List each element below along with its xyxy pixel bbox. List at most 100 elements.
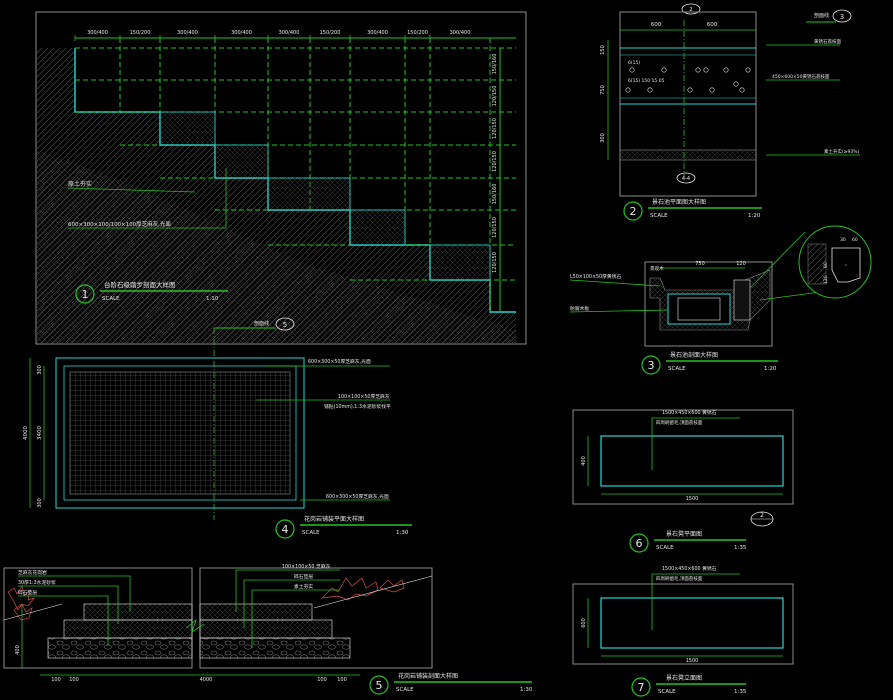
paving-dim-1: 4000 [23,426,29,440]
bench-elev-outline [600,597,784,649]
pool-base-hatch [619,149,757,161]
drain-hole [745,67,751,73]
slope-line-left [3,603,63,621]
detail-3-number: 3 [648,359,655,372]
pool-dim-left-1: 150 [600,45,606,55]
detail-1-scale-label: SCALE [102,296,120,302]
section-label-a: L50×100×50厚黄锈石 [570,273,621,280]
enlarge-dim-3: 80 [823,262,829,268]
enlarge-coping [831,247,861,283]
drain-hole [739,87,745,93]
bench-plan-frame [572,409,794,505]
bench-elev-dim-bottom: 1500 [686,658,699,664]
leader-b [68,168,227,229]
drain-hole [625,87,631,93]
dim-right-label: 120/150 [492,86,498,107]
detail-5-scale-value: 1:30 [520,687,533,693]
paving-note-2: 100×100×50厚芝麻灰 [338,393,390,400]
paving-border [63,365,297,501]
detail-7-marker [631,677,651,697]
section-dim-2: 120 [736,261,746,267]
detail-2-marker [623,201,643,221]
bench-elev-dim-left: 600 [581,618,587,628]
detail-2-scale-value: 1:20 [748,213,761,219]
detail-2-title: 景石池平面图大样图 [652,198,706,206]
section-tag-bottom [676,172,696,184]
detail-7-number: 7 [638,681,645,694]
pool-note-2: 450×600×50黄锈石荔枝面 [772,73,830,80]
paving-dim-4: 300 [37,498,43,508]
paving-note-4: 600×300×50厚芝麻灰,光面 [326,493,389,500]
dim-top-label: 300/400 [367,30,388,36]
label-soil: 原土夯实 [68,180,92,188]
detail-5-marker [369,675,389,695]
paving-field [69,371,291,495]
section-dim-bottom-4: 100 [317,677,327,683]
callout-3-marker [832,9,852,23]
dim-top-label: 150/200 [320,30,341,36]
pool-basin-inner [677,297,721,321]
enlarge-leader-1 [749,231,806,289]
section-leader-a [569,279,661,287]
slope-line [313,575,433,609]
pool-dim-left-3: 300 [600,133,606,143]
bench-plan-dim-left: 400 [581,456,587,466]
paving-dim-2: 3400 [37,426,43,440]
dim-right-label: 120/150 [492,252,498,273]
bench-plan-dim-bottom: 1500 [686,496,699,502]
dim-right-label: 150/160 [492,54,498,75]
break-line [185,618,205,633]
section-tag-top-text: 2 [689,7,692,13]
detail-4-number: 4 [282,523,289,536]
section-note-right-1: 100×100×50 芝麻灰 [282,563,331,570]
pool-note-1: 黄锈石荔枝面 [814,38,841,45]
dim-right-label: 150/160 [492,184,498,205]
detail-5-scale-label: SCALE [396,687,414,693]
coping-stone [733,279,751,321]
detail-4-marker [275,519,295,539]
shrub-right [321,577,405,601]
leader-left-3 [18,595,109,646]
label-stone: 600×300×100/100×100厚芝麻灰,光面 [68,220,171,228]
bench-section-marker-text: 2 [760,512,764,519]
detail-6-number: 6 [636,537,643,550]
bench-elev-note-b: 四周刷凿毛,顶面荔枝面 [656,575,703,582]
section-note-left-3: 碎石垫层 [18,589,37,596]
detail-5-number: 5 [376,679,383,692]
leader-left-1 [18,575,131,612]
drain-hole [647,87,653,93]
section-tag-bottom-text: 4-4 [682,176,690,182]
drain-hole [709,87,715,93]
bench-plan-leader [651,417,740,470]
section-note-left-1: 芝麻灰花岗岩 [18,569,47,576]
dim-top-label: 150/200 [130,30,151,36]
pool-note-3: 素土夯实(≥93%) [824,148,860,155]
pool-basin [667,293,731,325]
detail-4-title: 花岗岩铺装平面大样图 [304,515,364,523]
bench-plan-outline [600,435,784,487]
drain-hole [733,81,739,87]
bench-plan-note-a: 1500×450×600 黄锈石 [662,409,717,416]
detail-4-scale-value: 1:30 [396,530,409,536]
pool-label-a: 6(15) [628,60,640,66]
paving-outer [55,357,305,509]
drain-holes [625,67,751,93]
dim-top-label: 300/400 [177,30,198,36]
dim-right-label: 120/150 [492,151,498,172]
pool-dim-top-2: 600 [707,22,718,28]
detail-4-paving-plan: 4000 3400 300 300 5 剖面线 600×300×50厚芝麻灰,光… [23,317,412,539]
enlarge-mark: ⌂ [845,262,848,267]
dim-right-label: 120/150 [492,118,498,139]
paving-note-3: 铺贴(10mm),1:3水泥砂浆找平 [324,403,391,410]
detail-6-scale-label: SCALE [656,545,674,551]
section-dim-bottom-3: 4000 [200,677,213,683]
section-label-b: 防腐木板 [570,305,589,312]
pool-dim-left-2: 750 [600,85,606,95]
detail-3-pool-section: 750 120 L50×100×50厚黄锈石 防腐木板 景观木 ⌂ 30 60 … [569,225,872,375]
section-dim-bottom-5: 100 [337,677,347,683]
leader-left-2 [18,585,119,624]
dim-top-label: 300/400 [450,30,471,36]
enlarge-leader-2 [759,291,821,301]
detail-1-scale-value: 1:10 [206,296,219,302]
